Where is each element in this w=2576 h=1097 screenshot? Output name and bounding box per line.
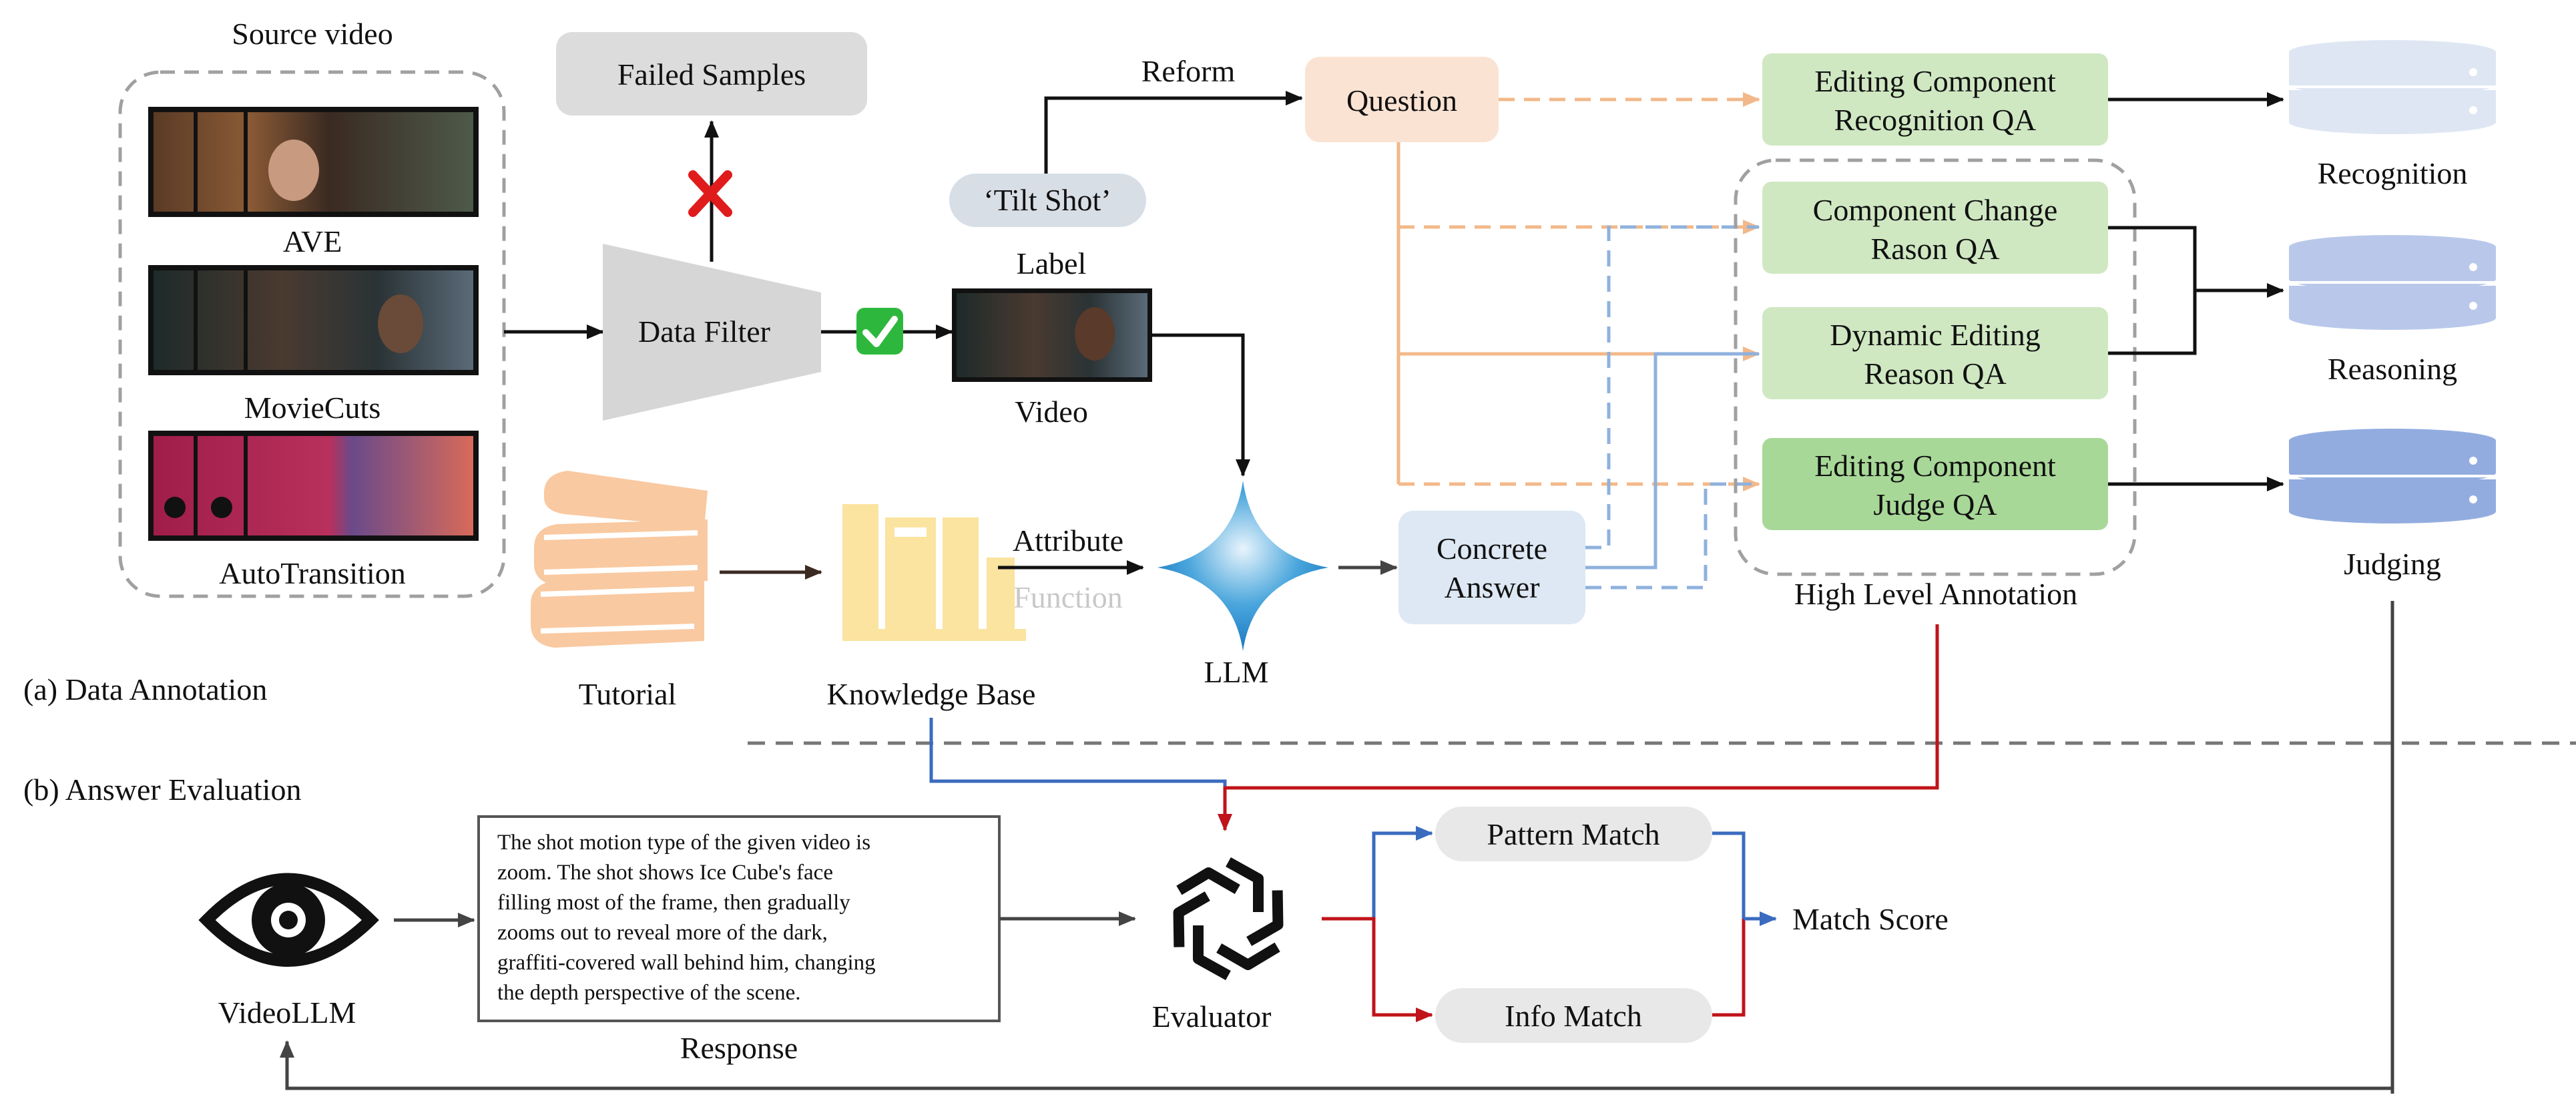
- data-filter-shape: [603, 244, 821, 421]
- annotation-to-evaluator-line: [1218, 624, 1939, 831]
- response-line-2: zoom. The shot shows Ice Cube's face: [497, 861, 833, 885]
- evaluator-to-pattern-match: [1322, 826, 1433, 921]
- failed-samples-label: Failed Samples: [617, 57, 806, 91]
- function-label: Function: [1013, 580, 1123, 614]
- dynamic-reason-qa-line2: Reason QA: [1864, 357, 2006, 391]
- video-thumbnail: [952, 288, 1152, 382]
- concrete-answer-line2: Answer: [1444, 570, 1539, 604]
- response-line-1: The shot motion type of the given video …: [497, 831, 870, 855]
- recognition-qa-box: [1762, 53, 2108, 146]
- response-line-6: the depth perspective of the scene.: [497, 981, 800, 1005]
- data-filter-label: Data Filter: [638, 314, 770, 349]
- recognition-database-label: Recognition: [2318, 156, 2468, 190]
- failed-samples-box: [556, 32, 867, 116]
- pattern-to-score-line: [1712, 831, 1746, 919]
- recognition-database-icon: [2289, 40, 2496, 134]
- pattern-match-pill: [1435, 807, 1712, 861]
- concrete-answer-box: [1398, 511, 1585, 624]
- label-caption: Label: [1017, 246, 1087, 280]
- tutorial-books-icon: [531, 471, 708, 648]
- recognition-qa-line1: Editing Component: [1814, 64, 2056, 98]
- kb-to-evaluator-line: [929, 718, 1232, 831]
- judge-qa-line2: Judge QA: [1873, 487, 1997, 521]
- reason-qa-to-db-arrow: [2108, 226, 2283, 355]
- response-line-5: graffiti-covered wall behind him, changi…: [497, 951, 876, 975]
- change-reason-qa-box: [1762, 182, 2108, 274]
- judging-to-videollm-loop: [287, 601, 2394, 1094]
- videollm-label: VideoLLM: [218, 996, 356, 1030]
- response-line-4: zooms out to reveal more of the dark,: [497, 921, 828, 945]
- info-match-label: Info Match: [1505, 999, 1642, 1033]
- reasoning-database-label: Reasoning: [2328, 352, 2457, 386]
- pattern-match-label: Pattern Match: [1487, 817, 1659, 851]
- video-to-llm-arrow: [1152, 333, 1250, 477]
- moviecuts-thumbnail: [148, 265, 479, 375]
- source-group-frame: [118, 70, 506, 598]
- label-to-question-arrow: [1044, 91, 1303, 177]
- info-match-pill: [1435, 988, 1712, 1043]
- change-reason-qa-line2: Rason QA: [1871, 232, 2000, 266]
- judging-database-icon: [2289, 429, 2496, 523]
- red-cross-icon: [688, 170, 732, 217]
- source-title: Source video: [232, 17, 393, 51]
- section-label-evaluation: (b) Answer Evaluation: [23, 773, 301, 807]
- recognition-qa-line2: Recognition QA: [1834, 103, 2037, 137]
- answer-to-change-qa-flow: [1585, 225, 1759, 550]
- knowledge-base-label: Knowledge Base: [827, 677, 1036, 711]
- autotransition-thumbnail: [148, 431, 479, 541]
- dataset-label-ave: AVE: [283, 224, 342, 258]
- high-level-annotation-label: High Level Annotation: [1794, 577, 2077, 611]
- match-score-label: Match Score: [1792, 902, 1949, 936]
- high-level-annotation-frame: [1734, 158, 2137, 576]
- evaluator-openai-icon: [1173, 857, 1284, 980]
- ave-thumbnail: [148, 107, 479, 217]
- reasoning-database-icon: [2289, 235, 2496, 330]
- response-line-3: filling most of the frame, then graduall…: [497, 891, 850, 915]
- tilt-shot-label: ‘Tilt Shot’: [983, 183, 1111, 217]
- answer-to-dynamic-qa-flow: [1585, 352, 1759, 570]
- response-box: [477, 815, 1001, 1022]
- question-label: Question: [1346, 83, 1457, 118]
- judging-database-label: Judging: [2344, 547, 2441, 581]
- tutorial-label: Tutorial: [579, 677, 677, 711]
- concrete-answer-line1: Concrete: [1437, 531, 1547, 566]
- section-label-annotation: (a) Data Annotation: [23, 672, 267, 706]
- llm-label: LLM: [1204, 655, 1268, 689]
- reform-label: Reform: [1141, 54, 1236, 88]
- dataset-label-moviecuts: MovieCuts: [244, 391, 380, 425]
- change-reason-qa-line1: Component Change: [1813, 193, 2058, 227]
- llm-star-icon: [1157, 481, 1328, 651]
- dataset-label-autotransition: AutoTransition: [219, 556, 405, 590]
- eye-icon: [198, 873, 379, 967]
- judge-qa-line1: Editing Component: [1814, 449, 2056, 483]
- response-label: Response: [680, 1031, 798, 1065]
- tilt-shot-tag: [949, 174, 1146, 227]
- knowledge-base-shelf-icon: [842, 504, 1026, 641]
- dynamic-reason-qa-line1: Dynamic Editing: [1830, 318, 2041, 352]
- judge-qa-box: [1762, 438, 2108, 530]
- green-check-icon: [856, 308, 903, 355]
- dynamic-reason-qa-box: [1762, 307, 2108, 399]
- evaluator-to-info-match: [1322, 917, 1433, 1022]
- info-to-score-line: [1712, 919, 1746, 1017]
- answer-to-judge-qa-flow: [1585, 482, 1759, 590]
- attribute-label: Attribute: [1013, 523, 1123, 558]
- video-caption: Video: [1015, 395, 1088, 429]
- evaluator-label: Evaluator: [1152, 1000, 1272, 1034]
- question-box: [1305, 57, 1499, 142]
